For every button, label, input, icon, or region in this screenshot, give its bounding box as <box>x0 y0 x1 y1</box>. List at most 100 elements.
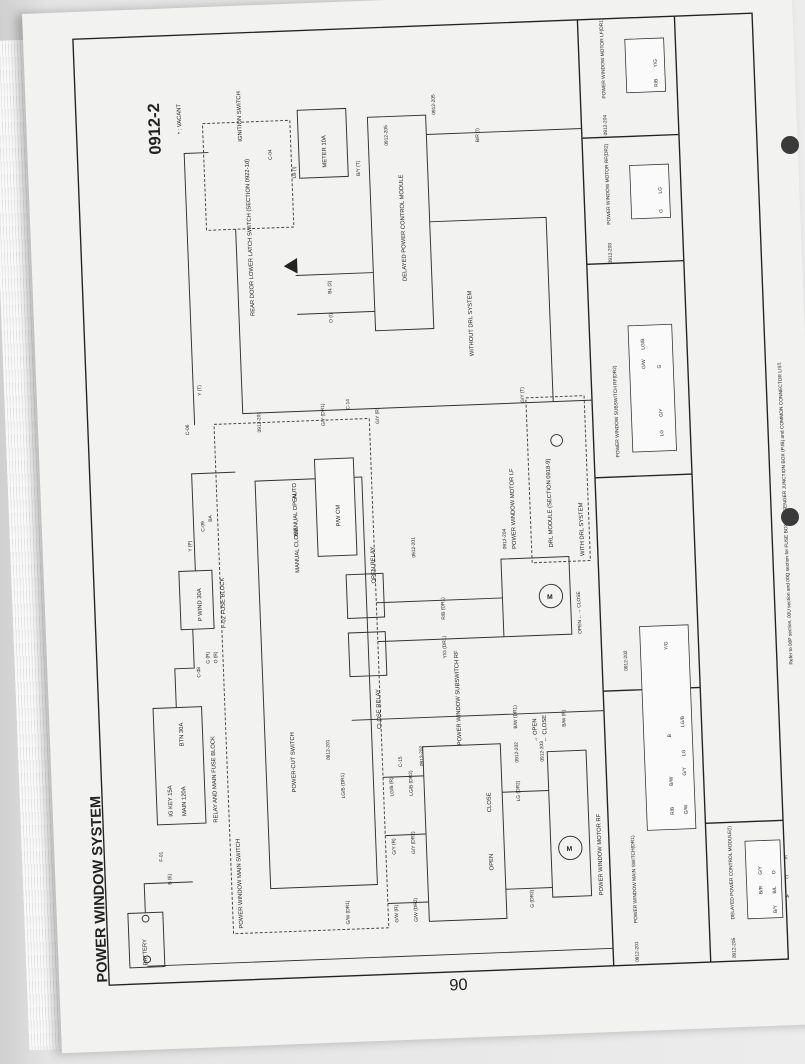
wire-lg-dr2 <box>502 789 549 793</box>
subswitch-open-label: OPEN <box>489 854 496 871</box>
battery-minus-icon <box>143 955 152 964</box>
panel-201-connector <box>639 624 697 831</box>
panel-205: 0912-205 DELAYED POWER CONTROL MODULE(I)… <box>705 819 790 958</box>
diagram-frame <box>72 12 790 986</box>
wl-gy-r2: G/Y (R) <box>391 838 398 855</box>
wiring-diagram: POWER WINDOW SYSTEM 0912-2 * : VACANT BA… <box>72 12 795 995</box>
main-switch-inner <box>254 476 378 890</box>
panel-203-ref: 0912-203 <box>607 243 614 264</box>
panel-201-pin-6: B <box>667 734 673 737</box>
ignition-switch-label: IGNITION SWITCH <box>236 91 244 142</box>
wl-c15: C-15 <box>398 756 404 767</box>
panel-202-pin-1: G/Y <box>658 408 664 417</box>
wl-yg-dr1: Y/G (DR1) <box>442 635 449 658</box>
drl-enclosure <box>525 395 591 564</box>
battery-plus-icon <box>141 914 150 923</box>
panel-202: 0912-202 POWER WINDOW SUBSWITCH RF(DR2) … <box>594 323 693 671</box>
pw-cm-box <box>313 457 358 557</box>
wl-by-t: B/Y (T) <box>355 160 362 176</box>
wl-gw-dr2: G/W (DR2) <box>413 897 420 922</box>
panel-divider <box>576 19 615 966</box>
wire-y-to-ign <box>183 152 209 426</box>
subswitch-close-label: CLOSE <box>486 792 493 812</box>
section-code: 0912-2 <box>145 103 165 155</box>
fuse-main-label: MAIN 120A <box>181 786 188 816</box>
panel-201-pin-14: LG <box>681 749 687 756</box>
subswitch-rf-box <box>422 743 508 922</box>
panel-201-pin-16: LG/B <box>680 716 686 727</box>
vacant-note: * : VACANT <box>176 103 183 134</box>
motor-rf-label: POWER WINDOW MOTOR RF <box>596 813 605 895</box>
panel-201-pin-3: B/W <box>669 776 675 786</box>
wire-gy-t <box>429 216 554 402</box>
wl-f01: F-01 <box>158 851 164 861</box>
panel-205-ref: 0912-205 <box>731 937 738 958</box>
wire-btn-to-fuse <box>174 629 195 708</box>
with-drl-label: WITH DRL SYSTEM <box>578 502 586 556</box>
ref-tag-205-b: 0912-205 <box>431 94 438 115</box>
wl-rb-dr1: R/B (DR1) <box>440 597 447 620</box>
wire-gy-r <box>385 833 427 837</box>
panel-204-pin-4: Y/G <box>653 59 659 68</box>
wire-bl <box>295 272 374 277</box>
motor-rf-open-arrow: → OPEN <box>532 718 539 742</box>
relay-main-fuse-block <box>152 706 207 826</box>
wl-o-i: O (I) <box>328 313 334 323</box>
ignition-switch-box <box>201 119 295 231</box>
fuse-block-f02-label: F-02 FUSE BLOCK <box>220 577 228 628</box>
panel-203-connector <box>629 163 671 220</box>
wl-g-r: G (R) <box>205 651 211 663</box>
wl-c04: C-04 <box>267 149 273 160</box>
dpcm-label: DELAYED POWER CONTROL MODULE <box>399 174 409 281</box>
panel-202-pin-5: G/W <box>641 359 647 369</box>
panel-201-pin-0: R/B <box>670 807 676 815</box>
ref-tag-201-a: 0912-201 <box>256 411 263 432</box>
meter-fuse-label: METER 10A <box>321 135 328 168</box>
panel-203: 0912-203 POWER WINDOW MOTOR RF(DR2) G LG <box>586 143 684 266</box>
rear-door-latch-label: REAR DOOR LOWER LATCH SWITCH (SECTION 09… <box>245 159 257 316</box>
panel-203-label: POWER WINDOW MOTOR RF(DR2) <box>603 143 612 224</box>
page-number: 90 <box>449 976 468 995</box>
wire-rb-dr1 <box>376 597 503 604</box>
panel-203-pin-3: G <box>658 209 664 213</box>
motor-rf-close-arrow: ← CLOSE <box>542 715 549 742</box>
latch-switch-icon <box>283 257 298 274</box>
panel-202-ref: 0912-202 <box>623 650 630 671</box>
wire-battery <box>143 881 193 913</box>
panel-205-pin-4: B/R <box>758 885 764 894</box>
close-relay-label: CLOSE RELAY <box>376 689 384 729</box>
wl-br-i: B/R (I) <box>475 128 482 143</box>
wire-gy-bus <box>235 229 593 415</box>
wl-c08: C-08 <box>196 667 202 678</box>
panel-203-pin-4: LG <box>658 187 664 194</box>
panel-205-pin-1: B/L <box>772 886 778 894</box>
page-title: POWER WINDOW SYSTEM <box>88 796 111 983</box>
drl-module-label: DRL MODULE (SECTION 0918-9) <box>546 458 555 547</box>
panel-201-pin-10: Y/G <box>663 641 669 650</box>
motor-lf-open-close: OPEN ←→ CLOSE <box>576 590 584 633</box>
wire-gw-dr1 <box>387 901 429 905</box>
pw-cm-label: P/W CM <box>336 505 343 527</box>
battery-label: BATTERY <box>142 939 149 966</box>
open-relay-box <box>345 572 386 619</box>
wl-y-p: Y (P) <box>187 540 193 552</box>
wl-b-e: B (E) <box>167 873 173 885</box>
wire-o <box>297 310 375 315</box>
motor-lf-label: POWER WINDOW MOTOR LF <box>509 468 518 549</box>
wl-gy-dr2: G/Y (DR2) <box>410 831 417 854</box>
ref-tag-204: 0912-204 <box>502 528 509 549</box>
punch-hole-icon <box>781 508 799 526</box>
svg-text:M: M <box>566 846 572 853</box>
wl-y-t: Y (T) <box>197 385 203 396</box>
pin-letter-c: C <box>785 874 789 880</box>
panel-201-ref: 0912-201 <box>634 941 641 962</box>
wl-gw-dr1: G/W (DR1) <box>345 900 352 925</box>
panel-divider-2 <box>673 16 712 963</box>
power-cut-label: POWER-CUT SWITCH <box>290 732 298 792</box>
panel-205-pin-2: O <box>771 870 777 874</box>
panel-202-pin-0: LG <box>659 430 665 437</box>
wl-lgb-dr2: LG/B (DR2) <box>408 770 415 796</box>
close-relay-box <box>347 631 388 678</box>
auto-label: AUTO <box>292 482 299 499</box>
panel-205-label: DELAYED POWER CONTROL MODULE(I) <box>727 826 737 920</box>
